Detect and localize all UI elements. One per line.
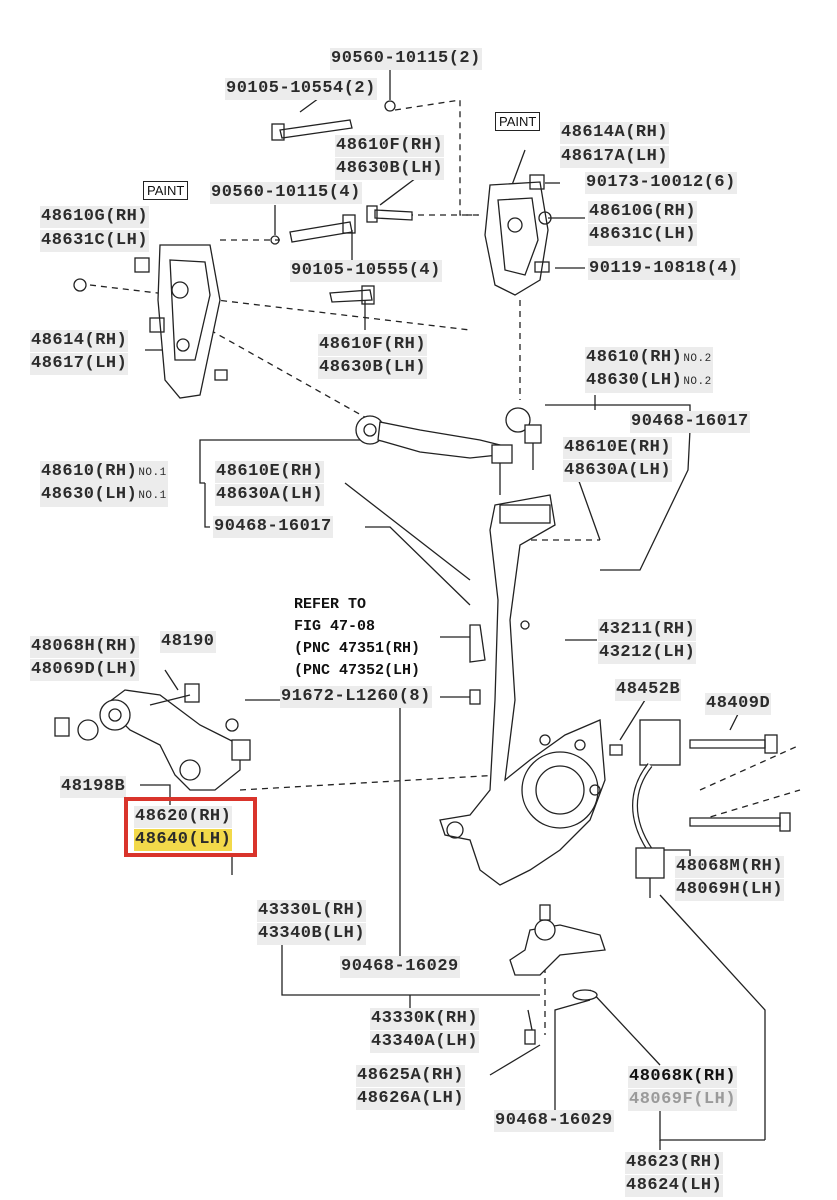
part-48069F-lh: 48069F(LH) <box>628 1089 738 1111</box>
part-48610F-rh-mid: 48610F(RH) <box>318 334 428 356</box>
part-48069D-lh: 48069D(LH) <box>30 659 140 681</box>
part-43340A-lh: 43340A(LH) <box>370 1031 480 1053</box>
part-48409D: 48409D <box>705 693 772 715</box>
part-48626A-lh: 48626A(LH) <box>356 1088 466 1110</box>
part-48630-lh-no2-code: 48630(LH) <box>586 371 683 390</box>
part-48190: 48190 <box>160 631 216 653</box>
upper-right-bracket <box>484 174 552 296</box>
refer-line-4: (PNC 47352(LH) <box>294 662 421 679</box>
part-43330K-rh: 43330K(RH) <box>370 1008 480 1030</box>
part-48624-lh: 48624(LH) <box>625 1175 724 1197</box>
knuckle <box>439 494 606 886</box>
part-90468-16017-left: 90468-16017 <box>213 516 333 538</box>
part-48198B: 48198B <box>60 776 127 798</box>
part-48610G-rh-right: 48610G(RH) <box>588 201 698 223</box>
stabilizer-link <box>469 689 791 898</box>
part-91672-L1260-8: 91672-L1260(8) <box>280 686 432 708</box>
part-48625A-rh: 48625A(RH) <box>356 1065 466 1087</box>
part-48610-rh-no1: 48610(RH)NO.1 <box>40 461 168 484</box>
part-48617-lh: 48617(LH) <box>30 353 129 375</box>
part-48610-rh-no1-code: 48610(RH) <box>41 462 138 481</box>
upper-left-bracket <box>73 244 228 399</box>
bolts-top <box>270 100 413 305</box>
part-48630-lh-no1-code: 48630(LH) <box>41 485 138 504</box>
refer-note: REFER TO FIG 47-08 (PNC 47351(RH) (PNC 4… <box>294 594 420 682</box>
part-90468-16029-mid: 90468-16029 <box>340 956 460 978</box>
part-48631C-lh-left: 48631C(LH) <box>40 230 150 252</box>
part-48610E-rh-left: 48610E(RH) <box>215 461 325 483</box>
part-48614-rh: 48614(RH) <box>30 330 129 352</box>
part-90468-16029-bottom: 90468-16029 <box>494 1110 614 1132</box>
no2-tag: NO.2 <box>683 376 712 388</box>
part-90468-16017-right: 90468-16017 <box>630 411 750 433</box>
no1-tag: NO.1 <box>138 467 167 479</box>
part-48610G-rh-left: 48610G(RH) <box>40 206 150 228</box>
paint-tag-left: PAINT <box>143 181 189 200</box>
part-90560-10115-4: 90560-10115(4) <box>210 182 362 204</box>
part-43211-rh: 43211(RH) <box>598 619 697 641</box>
part-90560-10115-2: 90560-10115(2) <box>330 48 482 70</box>
part-48630B-lh-top: 48630B(LH) <box>335 158 445 180</box>
refer-line-2: FIG 47-08 <box>294 618 376 635</box>
part-48617A-lh: 48617A(LH) <box>560 146 670 168</box>
part-48630A-lh-right: 48630A(LH) <box>563 460 673 482</box>
part-48630A-lh-left: 48630A(LH) <box>215 484 325 506</box>
lower-ball-joint <box>509 904 606 1045</box>
part-48630B-lh-mid: 48630B(LH) <box>318 357 428 379</box>
part-48631C-lh-right: 48631C(LH) <box>588 224 698 246</box>
part-90105-10555-4: 90105-10555(4) <box>290 260 442 282</box>
part-48068K-rh: 48068K(RH) <box>628 1066 738 1088</box>
lower-arm <box>54 683 251 791</box>
part-48610E-rh-right: 48610E(RH) <box>563 437 673 459</box>
part-48610-rh-no2-code: 48610(RH) <box>586 348 683 367</box>
upper-arm <box>355 407 542 495</box>
part-90105-10554-2: 90105-10554(2) <box>225 78 377 100</box>
part-48620-rh: 48620(RH) <box>134 806 233 828</box>
part-48630-lh-no1: 48630(LH)NO.1 <box>40 484 168 507</box>
part-90173-10012-6: 90173-10012(6) <box>585 172 737 194</box>
no2-tag: NO.2 <box>683 353 712 365</box>
part-48069H-lh: 48069H(LH) <box>675 879 785 901</box>
brake-pad-ref <box>469 624 486 663</box>
part-43212-lh: 43212(LH) <box>598 642 697 664</box>
part-48068M-rh: 48068M(RH) <box>675 856 785 878</box>
highlight-box <box>124 797 257 857</box>
part-43340B-lh: 43340B(LH) <box>257 923 367 945</box>
part-48610-rh-no2: 48610(RH)NO.2 <box>585 347 713 370</box>
part-48068H-rh: 48068H(RH) <box>30 636 140 658</box>
part-48640-lh: 48640(LH) <box>134 829 233 851</box>
part-43330L-rh: 43330L(RH) <box>257 900 367 922</box>
part-48614A-rh: 48614A(RH) <box>560 122 670 144</box>
no1-tag: NO.1 <box>138 490 167 502</box>
part-48610F-rh-top: 48610F(RH) <box>335 135 445 157</box>
part-48623-rh: 48623(RH) <box>625 1152 724 1174</box>
refer-line-1: REFER TO <box>294 596 367 613</box>
refer-line-3: (PNC 47351(RH) <box>294 640 421 657</box>
paint-tag-right: PAINT <box>495 112 541 131</box>
part-48452B: 48452B <box>615 679 682 701</box>
part-90119-10818-4: 90119-10818(4) <box>588 258 740 280</box>
part-48630-lh-no2: 48630(LH)NO.2 <box>585 370 713 393</box>
